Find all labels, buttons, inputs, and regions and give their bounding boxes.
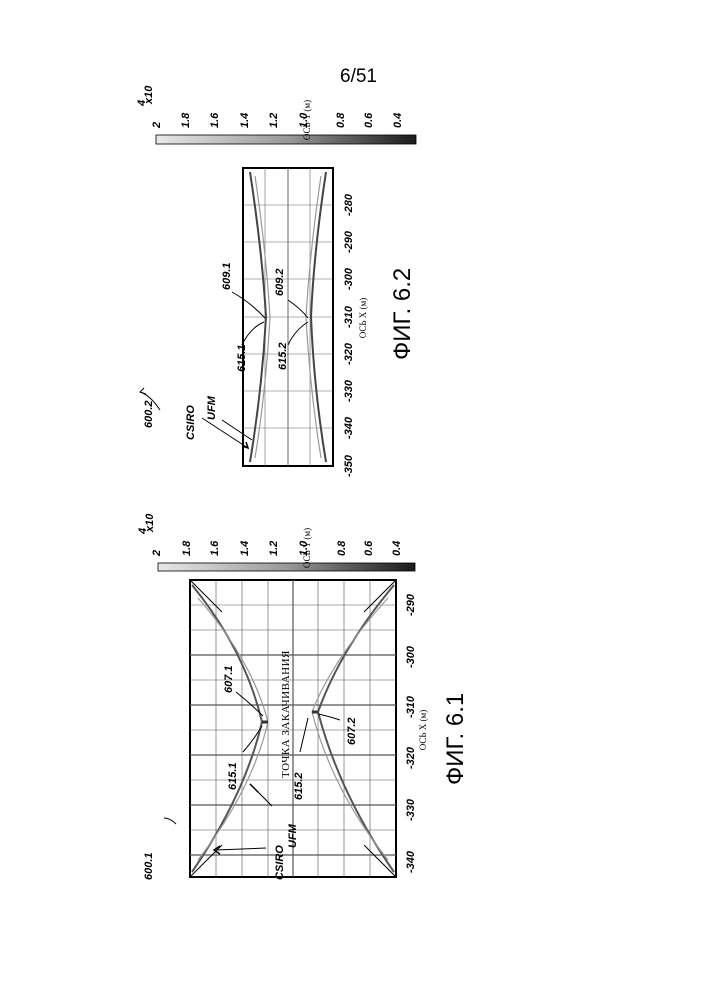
label-609-1: 609.1 (221, 262, 233, 290)
label-609-2: 609.2 (274, 268, 286, 296)
x-ticks-6-2: -350 -340 -330 -320 -310 -300 -290 -280 … (343, 193, 368, 477)
colorbar-tick: 0.4 (392, 113, 404, 128)
colorbar-tick: 1.4 (239, 113, 251, 128)
colorbar-exponent: 4 (137, 528, 149, 535)
x-tick: -330 (405, 798, 417, 821)
colorbar-tick: 1.4 (239, 541, 251, 556)
figure-6-2: x10 4 2 1.8 1.6 1.4 1.2 1.0 0.8 0.6 0.4 … (136, 85, 416, 477)
x-axis-label: ОСЬ X (м) (358, 298, 368, 338)
label-607-2: 607.2 (346, 717, 358, 745)
colorbar-ticks-6-1: x10 4 2 1.8 1.6 1.4 1.2 1.0 0.8 0.6 0.4 … (137, 513, 403, 568)
colorbar-tick: 2 (151, 550, 163, 557)
colorbar-tick: 0.6 (363, 112, 375, 128)
colorbar-tick: 0.8 (335, 112, 347, 128)
figure-caption-6-1: ФИГ. 6.1 (442, 693, 469, 785)
colorbar-ticks-6-2: x10 4 2 1.8 1.6 1.4 1.2 1.0 0.8 0.6 0.4 … (136, 85, 404, 140)
label-csiro: CSIRO (185, 405, 197, 440)
x-tick: -300 (405, 645, 417, 668)
colorbar-tick: 1.8 (181, 540, 193, 556)
figure-6-1: x10 4 2 1.8 1.6 1.4 1.2 1.0 0.8 0.6 0.4 … (137, 513, 469, 880)
x-tick: -340 (405, 850, 417, 873)
label-ufm: UFM (206, 395, 218, 420)
colorbar-tick: 1.6 (209, 112, 221, 128)
x-tick: -310 (343, 305, 355, 328)
label-ufm: UFM (287, 823, 299, 848)
colorbar-6-1 (158, 563, 415, 571)
x-tick: -300 (343, 267, 355, 290)
x-tick: -340 (343, 416, 355, 439)
x-tick: -330 (343, 379, 355, 402)
x-tick: -320 (405, 746, 417, 769)
x-tick: -320 (343, 342, 355, 365)
colorbar-tick: 1.2 (268, 113, 280, 128)
x-tick: -290 (405, 593, 417, 616)
colorbar-exponent: 4 (136, 100, 148, 107)
colorbar-6-2 (156, 135, 416, 144)
x-tick: -310 (405, 695, 417, 718)
x-axis-label: ОСЬ X (м) (418, 710, 428, 750)
label-615-1: 615.1 (236, 344, 248, 372)
label-615-2: 615.2 (293, 772, 305, 800)
colorbar-tick: 1.8 (180, 112, 192, 128)
colorbar-tick: 2 (151, 122, 163, 129)
injection-point-label: ТОЧКА ЗАКАЧИВАНИЯ (280, 650, 292, 778)
colorbar-tick: 0.4 (391, 541, 403, 556)
figure-ref-600-2: 600.2 (143, 400, 155, 428)
colorbar-tick: 0.6 (363, 540, 375, 556)
colorbar-tick: 1.6 (209, 540, 221, 556)
figure-caption-6-2: ФИГ. 6.2 (389, 268, 416, 360)
x-ticks-6-1: -340 -330 -320 -310 -300 -290 ОСЬ X (м) (405, 593, 428, 873)
label-615-2: 615.2 (277, 342, 289, 370)
colorbar-tick: 0.8 (336, 540, 348, 556)
label-615-1: 615.1 (227, 762, 239, 790)
label-csiro: CSIRO (274, 845, 286, 880)
colorbar-label: ОСЬ Y (м) (302, 100, 312, 140)
figure-ref-600-1: 600.1 (143, 852, 155, 880)
x-tick: -280 (343, 193, 355, 216)
x-tick: -350 (343, 454, 355, 477)
label-607-1: 607.1 (223, 665, 235, 693)
colorbar-tick: 1.2 (268, 541, 280, 556)
colorbar-label: ОСЬ Y (м) (302, 528, 312, 568)
x-tick: -290 (343, 230, 355, 253)
